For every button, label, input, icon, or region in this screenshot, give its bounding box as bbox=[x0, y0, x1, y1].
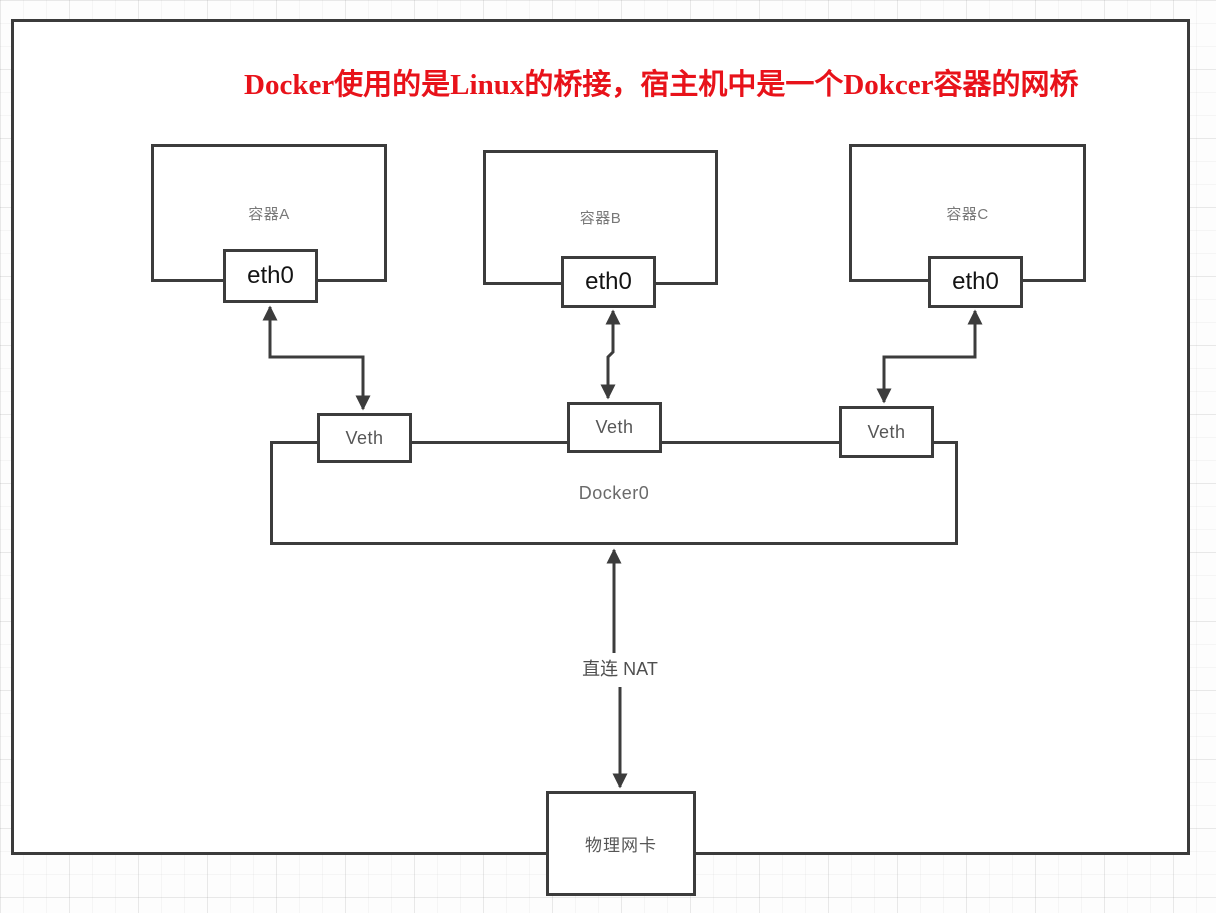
container-a-label: 容器A bbox=[248, 205, 290, 223]
eth0-c-label: eth0 bbox=[952, 268, 999, 295]
eth0-b-label: eth0 bbox=[585, 268, 632, 295]
eth0-a-box: eth0 bbox=[223, 249, 318, 303]
eth0-c-box: eth0 bbox=[928, 256, 1023, 308]
diagram-title: Docker使用的是Linux的桥接，宿主机中是一个Dokcer容器的网桥 bbox=[244, 69, 1079, 101]
veth-1-label: Veth bbox=[345, 427, 384, 448]
docker0-bridge-box: Docker0 bbox=[270, 441, 958, 545]
veth-2-box: Veth bbox=[567, 402, 662, 453]
physical-nic-box: 物理网卡 bbox=[546, 791, 696, 896]
nat-edge-label: 直连 NAT bbox=[574, 655, 666, 681]
physical-nic-label: 物理网卡 bbox=[585, 836, 657, 855]
eth0-a-label: eth0 bbox=[247, 262, 294, 289]
veth-3-label: Veth bbox=[867, 421, 906, 442]
eth0-b-box: eth0 bbox=[561, 256, 656, 308]
container-b-label: 容器B bbox=[579, 210, 622, 227]
container-c-label: 容器C bbox=[946, 205, 989, 223]
veth-1-box: Veth bbox=[317, 413, 412, 463]
veth-2-label: Veth bbox=[595, 417, 634, 437]
docker0-label: Docker0 bbox=[578, 482, 650, 503]
veth-3-box: Veth bbox=[839, 406, 934, 458]
